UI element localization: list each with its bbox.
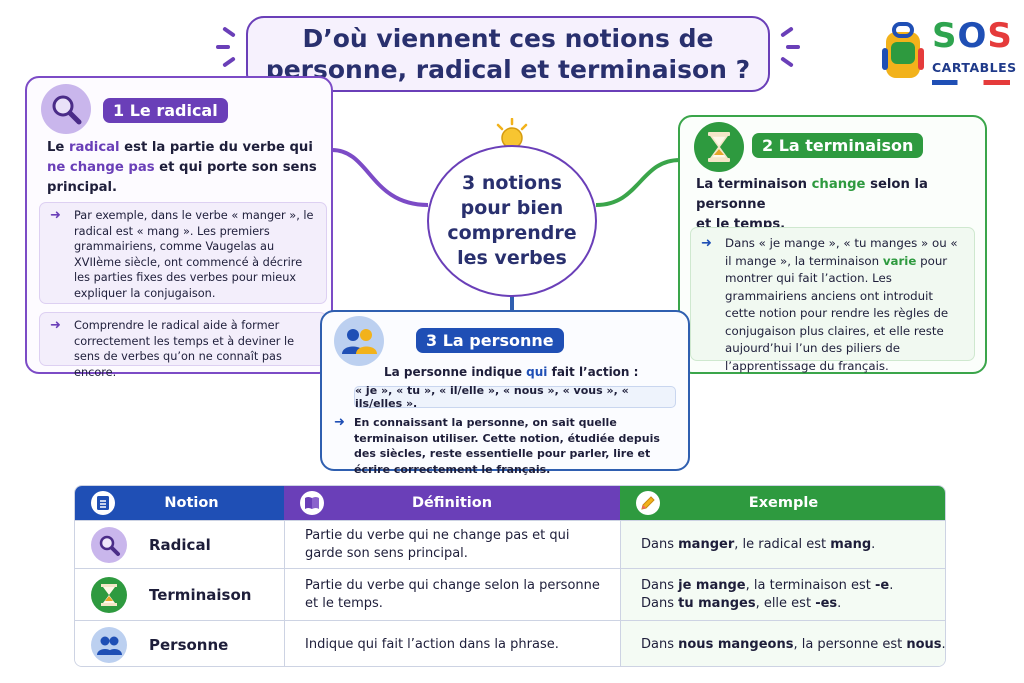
personne-heading: 3 La personne xyxy=(416,328,564,353)
logo-brand: SOS xyxy=(932,16,1013,56)
card-radical: 1 Le radical Le radical est la partie du… xyxy=(25,76,333,379)
personne-lead: La personne indique qui fait l’action : xyxy=(384,365,639,379)
table-cell-notion: Personne xyxy=(149,635,229,654)
card-terminaison: 2 La terminaison La terminaison change s… xyxy=(678,115,987,374)
table-cell-notion: Terminaison xyxy=(149,585,252,604)
pencil-icon xyxy=(636,491,660,515)
french-flag-stripe xyxy=(932,80,1010,85)
table-cell-example: Dans nous mangeons, la personne est nous… xyxy=(620,621,945,666)
radical-heading: 1 Le radical xyxy=(103,98,228,123)
table-header-example: Exemple xyxy=(620,486,945,520)
backpack-icon xyxy=(882,22,924,78)
table-cell-definition: Partie du verbe qui change selon la pers… xyxy=(284,569,620,620)
card-personne: 3 La personne La personne indique qui fa… xyxy=(320,310,690,476)
personne-explanation: ➜En connaissant la personne, on sait que… xyxy=(334,415,660,476)
table-header-notion: Notion xyxy=(75,486,284,520)
people-icon xyxy=(342,329,377,354)
hourglass-icon xyxy=(91,577,127,613)
table-row: Terminaison Partie du verbe qui change s… xyxy=(75,568,945,620)
table-header-definition: Définition xyxy=(284,486,620,520)
summary-table: Notion Définition Exemple Radical Partie… xyxy=(74,485,946,667)
title-line-1: D’où viennent ces notions de xyxy=(302,24,714,53)
table-cell-definition: Partie du verbe qui ne change pas et qui… xyxy=(284,521,620,568)
arrow-icon: ➜ xyxy=(701,236,712,251)
title-line-2: personne, radical et terminaison ? xyxy=(265,55,751,84)
personne-icon-badge xyxy=(334,316,384,366)
radical-tip: ➜Comprendre le radical aide à former cor… xyxy=(39,312,327,379)
terminaison-icon-badge xyxy=(694,122,744,172)
central-concept-text: 3 notions pour bien comprendre les verbe… xyxy=(447,172,577,269)
arrow-icon: ➜ xyxy=(50,318,61,333)
pronoun-list: « je », « tu », « il/elle », « nous », «… xyxy=(354,384,676,410)
table-row: Personne Indique qui fait l’action dans … xyxy=(75,620,945,666)
table-cell-notion: Radical xyxy=(149,535,211,554)
table-cell-definition: Indique qui fait l’action dans la phrase… xyxy=(284,621,620,666)
radical-example: ➜Par exemple, dans le verbe « manger », … xyxy=(39,202,327,304)
magnifier-icon xyxy=(91,527,127,563)
logo-subtitle: CARTABLES xyxy=(932,60,1017,75)
central-concept: 3 notions pour bien comprendre les verbe… xyxy=(427,145,597,297)
radical-icon-badge xyxy=(41,84,91,134)
sos-cartables-logo: SOS CARTABLES xyxy=(880,12,1017,92)
terminaison-example: ➜Dans « je mange », « tu manges » ou « i… xyxy=(690,227,975,373)
magnifier-icon xyxy=(52,95,82,125)
table-row: Radical Partie du verbe qui ne change pa… xyxy=(75,520,945,568)
hourglass-icon xyxy=(708,132,730,162)
terminaison-heading: 2 La terminaison xyxy=(752,133,924,158)
people-icon xyxy=(91,627,127,663)
document-icon xyxy=(91,491,115,515)
arrow-icon: ➜ xyxy=(50,208,61,223)
table-cell-example: Dans manger, le radical est mang. xyxy=(620,521,945,568)
book-icon xyxy=(300,491,324,515)
table-cell-example: Dans je mange, la terminaison est -e.Dan… xyxy=(620,569,945,620)
arrow-icon: ➜ xyxy=(334,415,345,430)
